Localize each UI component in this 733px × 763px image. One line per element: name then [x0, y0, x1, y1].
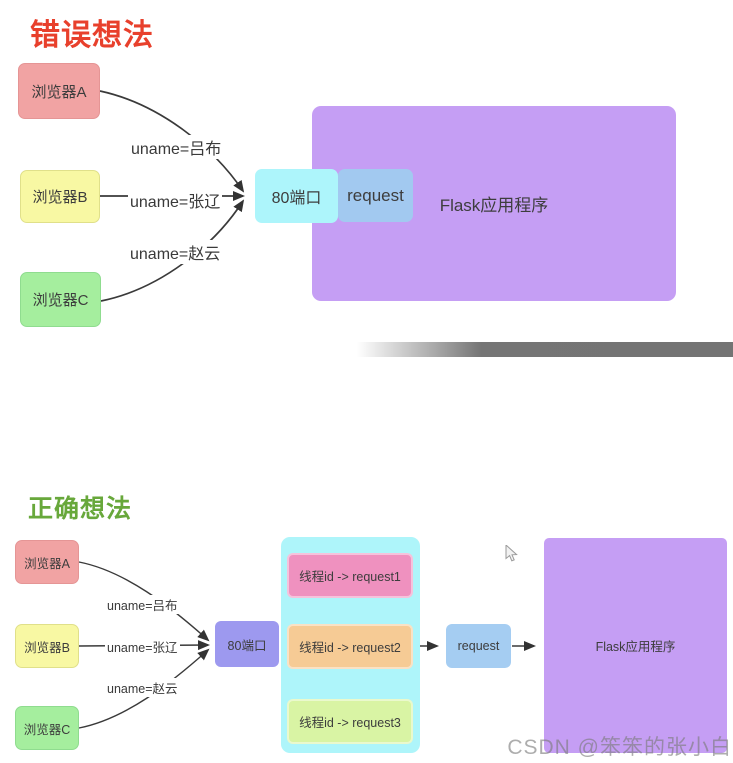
right-browser-b-label: 浏览器B	[24, 640, 70, 655]
wrong-port-label: 80端口	[271, 190, 322, 207]
right-port-label: 80端口	[227, 638, 267, 653]
wrong-browser-c-label: 浏览器C	[32, 292, 89, 309]
right-browser-a-label: 浏览器A	[24, 556, 70, 571]
thread-request3-label: 线程id -> request3	[299, 716, 401, 730]
wrong-idea-title: 错误想法	[30, 19, 154, 52]
thread-request2-label: 线程id -> request2	[299, 641, 401, 655]
right-browser-b-box: 浏览器B	[15, 624, 79, 668]
mouse-cursor-icon	[505, 545, 518, 562]
right-port-box: 80端口	[215, 621, 279, 667]
wrong-request-box: request	[338, 169, 413, 222]
wrong-flask-app-label: Flask应用程序	[439, 196, 549, 215]
wrong-request-label: request	[347, 185, 404, 205]
right-browser-c-label: 浏览器C	[23, 722, 71, 737]
right-arrow-browser-a	[78, 561, 210, 642]
wrong-browser-a-label: 浏览器A	[31, 83, 87, 101]
right-uname-label-1: uname=吕布	[105, 595, 180, 614]
csdn-watermark: CSDN @笨笨的张小白	[507, 736, 732, 759]
thread-request1-box: 线程id -> request1	[287, 553, 413, 598]
wrong-browser-a-box: 浏览器A	[18, 63, 100, 119]
right-idea-title: 正确想法	[28, 495, 133, 523]
wrong-arrow-browser-a	[99, 90, 245, 193]
wrong-browser-b-label: 浏览器B	[32, 189, 88, 206]
section-divider-bar	[357, 342, 733, 357]
right-browser-c-box: 浏览器C	[15, 706, 79, 750]
right-flask-app-label: Flask应用程序	[595, 640, 676, 654]
wrong-port-box: 80端口	[255, 169, 338, 223]
wrong-browser-b-box: 浏览器B	[20, 170, 100, 223]
right-request-box: request	[446, 624, 511, 668]
wrong-browser-c-box: 浏览器C	[20, 272, 101, 327]
right-browser-a-box: 浏览器A	[15, 540, 79, 584]
wrong-uname-label-2: uname=张辽	[128, 188, 223, 212]
right-arrow-browser-c	[78, 648, 210, 729]
wrong-uname-label-1: uname=吕布	[129, 135, 224, 159]
right-uname-label-2: uname=张辽	[105, 637, 180, 656]
wrong-uname-label-3: uname=赵云	[128, 240, 223, 264]
thread-request2-box: 线程id -> request2	[287, 624, 413, 669]
right-request-label: request	[457, 639, 500, 653]
right-uname-label-3: uname=赵云	[105, 678, 180, 697]
right-flask-app-box: Flask应用程序	[544, 538, 727, 753]
thread-request3-box: 线程id -> request3	[287, 699, 413, 744]
thread-request1-label: 线程id -> request1	[299, 570, 401, 584]
